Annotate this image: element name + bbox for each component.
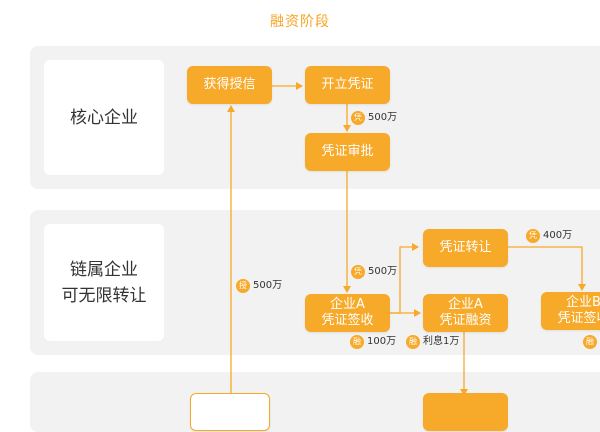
tag-finance-amount: 融 100万 bbox=[350, 335, 396, 349]
tag-interest-text: 利息1万 bbox=[423, 336, 460, 347]
tag-credit-amount-text: 500万 bbox=[253, 280, 283, 291]
tag-sign-amount: 凭 500万 bbox=[351, 265, 397, 279]
credit-badge-icon: 授 bbox=[236, 279, 250, 293]
node-voucher-transfer-label: 凭证转让 bbox=[439, 240, 492, 255]
node-enterprise-a-sign-line1: 企业A bbox=[330, 297, 365, 312]
stage-title: 融资阶段 bbox=[270, 14, 330, 30]
node-enterprise-a-finance: 企业A 凭证融资 bbox=[423, 294, 508, 332]
node-enterprise-b-sign: 企业B 凭证签收 bbox=[541, 292, 600, 330]
tag-b-finance: 融 bbox=[583, 335, 600, 349]
node-get-credit: 获得授信 bbox=[187, 66, 272, 104]
voucher-badge-icon: 凭 bbox=[351, 265, 365, 279]
tag-interest: 融 利息1万 bbox=[406, 335, 459, 349]
node-enterprise-a-sign-line2: 凭证签收 bbox=[321, 313, 374, 328]
tag-issue-amount-text: 500万 bbox=[368, 112, 398, 123]
tag-credit-amount: 授 500万 bbox=[236, 279, 282, 293]
node-issue-voucher: 开立凭证 bbox=[305, 66, 390, 104]
node-voucher-approval-label: 凭证审批 bbox=[321, 144, 374, 159]
node-bottom-finance-partial bbox=[423, 393, 508, 431]
tag-transfer-amount: 凭 400万 bbox=[526, 229, 572, 243]
tag-sign-amount-text: 500万 bbox=[368, 266, 398, 277]
node-voucher-approval: 凭证审批 bbox=[305, 133, 390, 171]
voucher-badge-icon: 凭 bbox=[526, 229, 540, 243]
finance-badge-icon: 融 bbox=[583, 335, 597, 349]
lane-label-core-text: 核心企业 bbox=[70, 107, 138, 128]
voucher-badge-icon: 凭 bbox=[351, 111, 365, 125]
tag-finance-amount-text: 100万 bbox=[367, 336, 397, 347]
node-enterprise-a-sign: 企业A 凭证签收 bbox=[305, 294, 390, 332]
tag-issue-amount: 凭 500万 bbox=[351, 111, 397, 125]
arrow-transfer-to-b bbox=[508, 246, 586, 291]
lane-core: 核心企业 bbox=[30, 46, 600, 189]
lane-label-core: 核心企业 bbox=[44, 60, 164, 175]
tag-transfer-amount-text: 400万 bbox=[543, 230, 573, 241]
arrow-sign-to-transfer bbox=[390, 243, 419, 314]
finance-badge-icon: 融 bbox=[406, 335, 420, 349]
node-issue-voucher-label: 开立凭证 bbox=[321, 77, 374, 92]
lane-label-chain-line1: 链属企业 bbox=[70, 259, 138, 280]
node-enterprise-a-finance-line1: 企业A bbox=[448, 297, 483, 312]
connector-lines bbox=[227, 82, 586, 400]
finance-badge-icon: 融 bbox=[350, 335, 364, 349]
node-voucher-transfer: 凭证转让 bbox=[423, 229, 508, 267]
node-enterprise-a-finance-line2: 凭证融资 bbox=[439, 313, 492, 328]
lane-label-chain-line2: 可无限转让 bbox=[61, 285, 147, 306]
node-enterprise-b-sign-line2: 凭证签收 bbox=[557, 311, 600, 326]
node-get-credit-label: 获得授信 bbox=[203, 77, 256, 92]
node-bottom-left-partial bbox=[190, 393, 270, 431]
node-enterprise-b-sign-line1: 企业B bbox=[566, 295, 600, 310]
lane-label-chain: 链属企业 可无限转让 bbox=[44, 224, 164, 341]
